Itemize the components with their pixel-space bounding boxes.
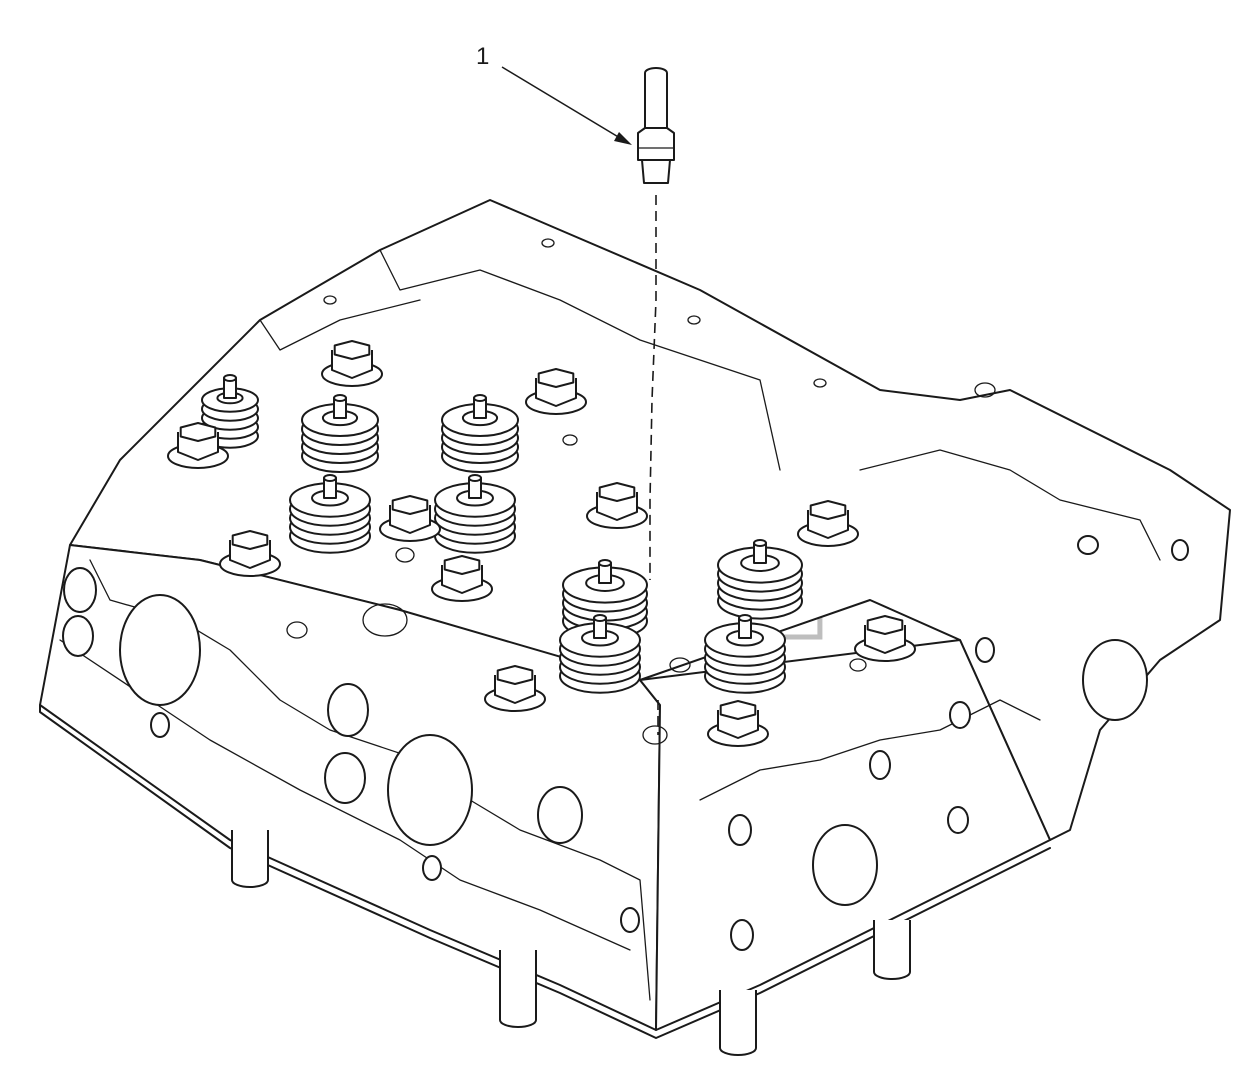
port-hole [63, 567, 97, 613]
bolt-hole [730, 919, 754, 951]
hex-bolt [525, 368, 587, 415]
callout-label: 1 [476, 43, 489, 70]
bolt-hole [1077, 535, 1099, 555]
stud [499, 950, 537, 1028]
rocker-ridge [379, 249, 781, 471]
valve-spring [717, 539, 803, 620]
valve-spring [441, 394, 519, 473]
front-contour-2 [59, 639, 631, 951]
bottom-edge [39, 704, 1051, 1039]
bolt-hole [1171, 539, 1189, 561]
sleeve-lower [641, 159, 671, 184]
valve-spring [301, 394, 379, 473]
bolt-hole [947, 806, 969, 834]
hex-bolt [707, 700, 769, 747]
deck-holes [286, 238, 996, 745]
valve-springs [201, 374, 803, 694]
deck-port [362, 603, 408, 637]
intake-port [387, 734, 473, 846]
callout-1: 1 [476, 43, 632, 145]
stud [719, 990, 757, 1056]
stud [231, 830, 269, 888]
valve-spring [289, 474, 371, 554]
deck-hole [687, 315, 701, 325]
valve-spring [434, 474, 516, 554]
port-hole [62, 615, 94, 657]
bolt-hole [620, 907, 640, 933]
deck-hole [395, 547, 415, 563]
mounting-studs [231, 830, 911, 1056]
injector-bore [642, 725, 668, 745]
port-hole [537, 786, 583, 844]
deck-hole [541, 238, 555, 248]
hex-bolt [431, 555, 493, 602]
hex-bolt [586, 482, 648, 529]
end-contour [699, 699, 1041, 801]
hex-bolts [167, 340, 916, 747]
leader-line [501, 66, 621, 139]
rocker-ridge-3 [859, 449, 1161, 561]
bolt-hole [728, 814, 752, 846]
port-hole [327, 683, 369, 737]
end-port [812, 824, 878, 906]
valve-spring [704, 614, 786, 694]
hex-bolt [167, 422, 229, 469]
deck-hole [849, 658, 867, 672]
rocker-ridge-2 [259, 299, 421, 351]
leader-arrow [614, 132, 632, 145]
hex-bolt [379, 495, 441, 542]
sleeve-upper [644, 73, 668, 129]
hex-bolt [484, 665, 546, 712]
deck-hole [813, 378, 827, 388]
install-path [649, 195, 657, 580]
ports [62, 535, 1189, 951]
sleeve-collar [637, 127, 675, 161]
deck-hole [974, 382, 996, 398]
deck-hole [286, 621, 308, 639]
bolt-hole [422, 855, 442, 881]
port-hole [324, 752, 366, 804]
hex-bolt [219, 530, 281, 577]
hex-bolt [854, 615, 916, 662]
valve-spring [559, 614, 641, 694]
bolt-hole [869, 750, 891, 780]
end-port [1082, 639, 1148, 721]
bolt-hole [975, 637, 995, 663]
hex-bolt [797, 500, 859, 547]
hex-bolt [321, 340, 383, 387]
intake-port [119, 594, 201, 706]
deck-hole [562, 434, 578, 446]
injector-sleeve [637, 67, 675, 735]
stud [873, 920, 911, 980]
deck-hole [323, 295, 337, 305]
bolt-hole [150, 712, 170, 738]
bolt-hole [949, 701, 971, 729]
valve-spring [201, 374, 259, 449]
deck-hole [669, 657, 691, 673]
